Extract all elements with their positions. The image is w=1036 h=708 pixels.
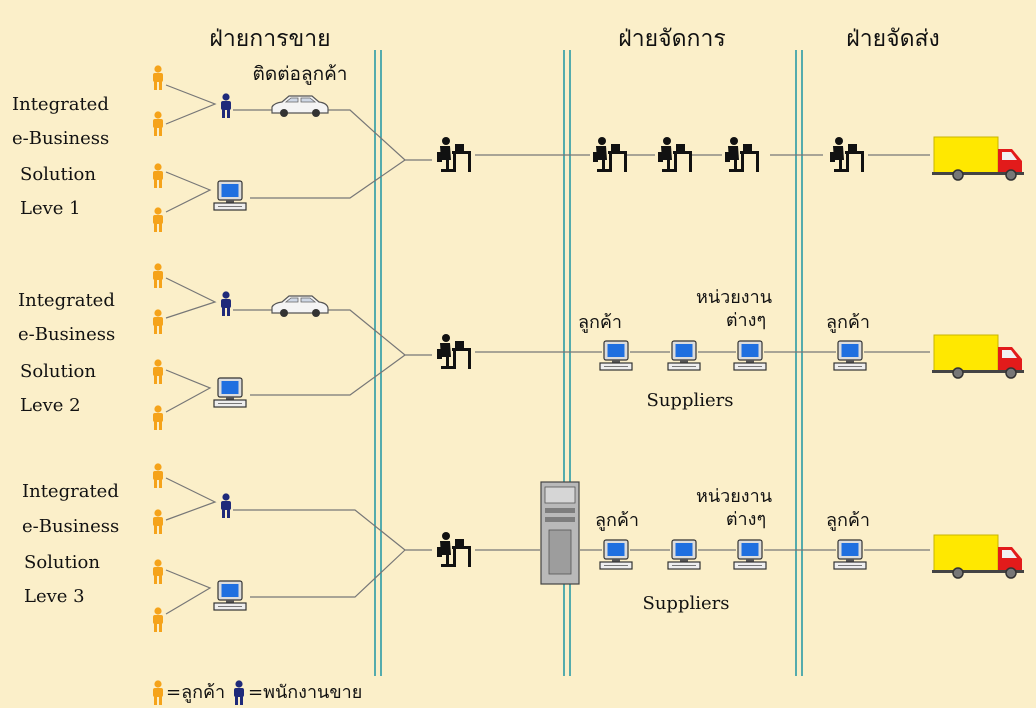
legend: =ลูกค้า =พนักงานขาย — [153, 680, 362, 705]
divider-management-delivery — [795, 50, 803, 676]
svg-text:e-Business: e-Business — [22, 516, 119, 537]
suppliers-label: Suppliers — [643, 593, 730, 614]
svg-text:Leve 1: Leve 1 — [20, 198, 81, 219]
customer-label: ลูกค้า — [826, 312, 870, 333]
server-tower-icon — [540, 481, 580, 585]
level-3-label: Integrated e-Business Solution Leve 3 — [22, 481, 119, 607]
salesperson-icon — [221, 493, 231, 518]
svg-text:Solution: Solution — [20, 164, 96, 185]
svg-text:Leve 3: Leve 3 — [24, 586, 85, 607]
customer-label: ลูกค้า — [826, 510, 870, 531]
truck-icon — [931, 334, 1025, 379]
departments-label: ต่างๆ — [726, 310, 766, 331]
legend-salesperson-text: =พนักงานขาย — [248, 682, 362, 703]
customer-icon — [153, 65, 163, 232]
legend-salesperson-icon — [234, 680, 244, 705]
salesperson-icon — [221, 93, 231, 118]
header-sales: ฝ่ายการขาย — [209, 26, 330, 52]
departments-label: หน่วยงาน — [696, 486, 772, 507]
sales-contact-label: ติดต่อลูกค้า — [253, 63, 348, 85]
suppliers-label: Suppliers — [647, 390, 734, 411]
svg-text:e-Business: e-Business — [12, 128, 109, 149]
workstation-icon — [437, 532, 471, 567]
svg-text:Solution: Solution — [20, 361, 96, 382]
svg-text:e-Business: e-Business — [18, 324, 115, 345]
car-icon — [271, 95, 329, 118]
svg-text:Solution: Solution — [24, 552, 100, 573]
customer-label: ลูกค้า — [578, 312, 622, 333]
svg-text:Integrated: Integrated — [22, 481, 119, 502]
connection-lines — [165, 84, 930, 615]
computer-icon — [213, 340, 867, 408]
legend-customer-text: =ลูกค้า — [166, 682, 225, 703]
svg-text:Integrated: Integrated — [12, 94, 109, 115]
customer-icon — [153, 463, 163, 632]
header-delivery: ฝ่ายจัดส่ง — [846, 26, 940, 52]
car-icon — [271, 295, 329, 318]
customer-label: ลูกค้า — [595, 510, 639, 531]
departments-label: ต่างๆ — [726, 509, 766, 530]
computer-icon — [213, 180, 247, 211]
salesperson-icon — [221, 291, 231, 316]
workstation-icon — [437, 334, 471, 369]
truck-icon — [931, 534, 1025, 579]
customer-icon — [153, 263, 163, 430]
level-1-label: Integrated e-Business Solution Leve 1 — [12, 94, 109, 219]
divider-sales-management — [374, 50, 382, 676]
svg-text:Leve 2: Leve 2 — [20, 395, 81, 416]
level-2-label: Integrated e-Business Solution Leve 2 — [18, 290, 115, 416]
legend-customer-icon — [153, 680, 163, 705]
truck-icon — [931, 136, 1025, 181]
departments-label: หน่วยงาน — [696, 287, 772, 308]
header-management: ฝ่ายจัดการ — [618, 26, 725, 52]
svg-text:Integrated: Integrated — [18, 290, 115, 311]
